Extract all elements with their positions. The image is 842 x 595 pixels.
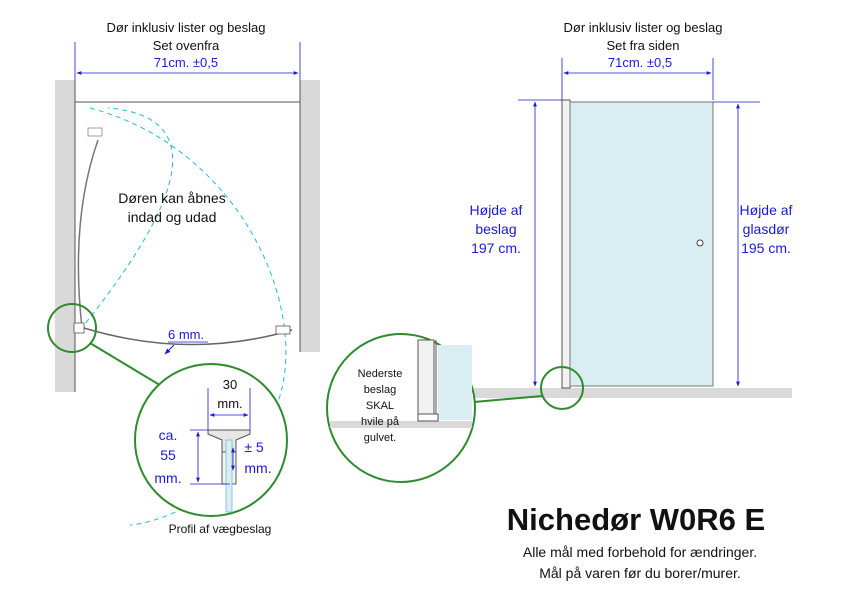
side-view-heading-line1: Dør inklusiv lister og beslag xyxy=(564,20,723,35)
floor-detail-profile xyxy=(417,339,435,421)
profile-width-line1: 30 xyxy=(223,377,237,392)
profile-width-line2: mm. xyxy=(217,396,242,411)
side-width-dim: 71cm. ±0,5 xyxy=(608,55,672,70)
profile-caption: Profil af vægbeslag xyxy=(169,522,272,536)
callout-leader-right xyxy=(473,395,543,403)
door-knob xyxy=(696,239,704,247)
floor-detail-glass xyxy=(438,345,472,420)
side-floor xyxy=(470,388,792,398)
side-view: Dør inklusiv lister og beslag Set fra si… xyxy=(470,20,793,410)
profile-tolerance-line1: ± 5 xyxy=(244,439,264,455)
side-glass-door xyxy=(569,101,714,387)
door-swing-inward-arc xyxy=(89,107,287,526)
side-view-heading-line2: Set fra siden xyxy=(607,38,680,53)
floor-note-line5: gulvet. xyxy=(364,432,396,444)
floor-note-line2: beslag xyxy=(364,384,396,396)
floor-detail: Nederste beslag SKAL hvile på gulvet. xyxy=(326,333,476,483)
door-swing-outward-arc xyxy=(79,107,174,331)
gap-arrow xyxy=(164,344,175,355)
door-open-position xyxy=(77,139,99,329)
profile-depth-line3: mm. xyxy=(154,470,181,486)
floor-note-line3: SKAL xyxy=(366,400,394,412)
floor-detail-foot xyxy=(417,413,439,422)
floor-note-line1: Nederste xyxy=(358,368,403,380)
callout-circle-floor xyxy=(540,366,584,410)
door-handle-fitting xyxy=(275,325,291,335)
profile-glass xyxy=(225,439,233,513)
floor-detail-floor xyxy=(330,421,472,428)
product-block: Nichedør W0R6 E Alle mål med forbehold f… xyxy=(507,502,765,581)
fitting-height-line1: Højde af xyxy=(470,202,523,218)
callout-circle-hinge xyxy=(47,303,97,353)
door-closed-position xyxy=(83,327,293,346)
gap-dim: 6 mm. xyxy=(168,327,204,342)
top-width-dim: 71cm. ±0,5 xyxy=(154,55,218,70)
profile-detail-circle xyxy=(134,363,288,517)
floor-note-line4: hvile på xyxy=(361,416,400,428)
product-note-line1: Alle mål med forbehold for ændringer. xyxy=(523,544,757,560)
top-view-heading-line1: Dør inklusiv lister og beslag xyxy=(107,20,266,35)
profile-detail: 30 mm. ca. 55 mm. ± 5 mm. Profil af vægb… xyxy=(134,363,288,536)
profile-tolerance-line2: mm. xyxy=(244,460,271,476)
door-note-line1: Døren kan åbnes xyxy=(118,190,225,206)
profile-depth-line2: 55 xyxy=(160,447,176,463)
door-note-line2: indad og udad xyxy=(128,209,217,225)
wall-bracket-left xyxy=(73,322,85,334)
glass-height-line3: 195 cm. xyxy=(741,240,791,256)
fitting-height-line2: beslag xyxy=(475,221,516,237)
product-note-line2: Mål på varen før du borer/murer. xyxy=(539,565,741,581)
glass-height-line2: glasdør xyxy=(743,221,790,237)
fitting-height-line3: 197 cm. xyxy=(471,240,521,256)
profile-depth-line1: ca. xyxy=(159,427,178,443)
top-view-heading-line2: Set ovenfra xyxy=(153,38,220,53)
top-right-wall xyxy=(300,80,320,352)
door-top-hinge xyxy=(87,127,103,137)
product-title: Nichedør W0R6 E xyxy=(507,502,765,537)
side-wall-profile xyxy=(561,99,571,389)
callout-leader-left xyxy=(89,342,169,391)
top-view: Dør inklusiv lister og beslag Set ovenfr… xyxy=(47,20,320,526)
top-left-wall xyxy=(55,80,75,392)
glass-height-line1: Højde af xyxy=(740,202,793,218)
